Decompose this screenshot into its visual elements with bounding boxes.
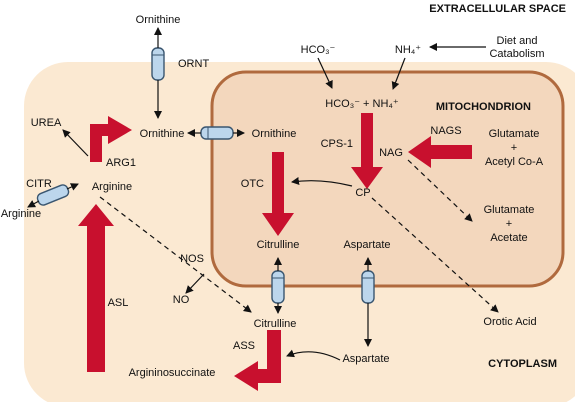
nos-enzyme-label: NOS [180, 253, 204, 265]
glutamate-acetate-line2: Acetate [490, 232, 527, 244]
glutamate-acetylcoa-plus: + [511, 142, 517, 154]
mitochondrion-label: MITOCHONDRION [436, 101, 531, 113]
nos-dashed-arrow [99, 196, 252, 313]
aspartate-transporter [361, 270, 375, 304]
extracellular-space-label: EXTRACELLULAR SPACE [429, 3, 566, 15]
citrulline-transporter [271, 270, 285, 304]
arginine-export-arrow [27, 200, 40, 208]
arg1-reaction-arrow [90, 116, 132, 162]
nags-reaction-arrow [408, 136, 472, 168]
orotic-acid-label: Orotic Acid [483, 316, 536, 328]
aspartate-mito-label: Aspartate [343, 239, 390, 251]
no-label: NO [173, 294, 190, 306]
ornt-enzyme-label: ORNT [178, 58, 209, 70]
cp-to-otc-arrow [291, 177, 353, 187]
cytoplasm-label: CYTOPLASM [488, 358, 557, 370]
nos-no-arrow [185, 273, 205, 294]
urea-label: UREA [31, 117, 62, 129]
glutamate-acetate-plus: + [506, 218, 512, 230]
glutamate-acetate-line1: Glutamate [484, 204, 535, 216]
nh4-entry-arrow [391, 57, 406, 90]
ornithine-mito-label: Ornithine [252, 128, 297, 140]
ornt-transporter-mitochondrial [200, 126, 234, 140]
nh4-extracellular-label: NH₄⁺ [395, 44, 421, 56]
aspartate-to-ass-arrow [286, 349, 341, 361]
ornt-transporter-extracellular [151, 47, 165, 81]
glutamate-acetylcoa-line2: Acetyl Co-A [485, 156, 544, 168]
nags-enzyme-label: NAGS [430, 125, 461, 137]
mitochondrion-compartment [210, 70, 565, 288]
ass-enzyme-label: ASS [233, 340, 255, 352]
nag-label: NAG [379, 147, 403, 159]
asl-reaction-arrow [78, 204, 114, 372]
citr-enzyme-label: CITR [26, 178, 52, 190]
mito-substrates-label: HCO₃⁻ + NH₄⁺ [325, 98, 399, 110]
nag-degradation-dashed-arrow [407, 159, 473, 222]
ornithine-cytoplasm-label: Ornithine [140, 128, 185, 140]
otc-enzyme-label: OTC [241, 178, 264, 190]
cps1-enzyme-label: CPS-1 [321, 138, 353, 150]
citrulline-cytoplasm-label: Citrulline [254, 318, 297, 330]
arginine-import-arrow [66, 183, 79, 191]
hco3-entry-arrow [317, 57, 333, 89]
arginine-cytoplasm-label: Arginine [92, 181, 132, 193]
urea-release-arrow [62, 129, 89, 157]
ass-reaction-arrow [234, 330, 281, 391]
aspartate-cytoplasm-label: Aspartate [342, 353, 389, 365]
arg1-enzyme-label: ARG1 [106, 157, 136, 169]
orotic-acid-dashed-arrow [371, 197, 499, 313]
cp-label: CP [355, 187, 370, 199]
glutamate-acetylcoa-line1: Glutamate [489, 128, 540, 140]
citrulline-mito-label: Citrulline [257, 239, 300, 251]
cps1-reaction-arrow [351, 113, 383, 189]
asl-enzyme-label: ASL [108, 297, 129, 309]
hco3-extracellular-label: HCO₃⁻ [301, 44, 336, 56]
argininosuccinate-label: Argininosuccinate [129, 367, 216, 379]
diet-catabolism-label-line1: Diet and [497, 35, 538, 47]
arginine-extracellular-label: Arginine [1, 208, 41, 220]
ornithine-extracellular-label: Ornithine [136, 14, 181, 26]
diet-catabolism-label-line2: Catabolism [489, 48, 544, 60]
otc-reaction-arrow [262, 152, 294, 236]
